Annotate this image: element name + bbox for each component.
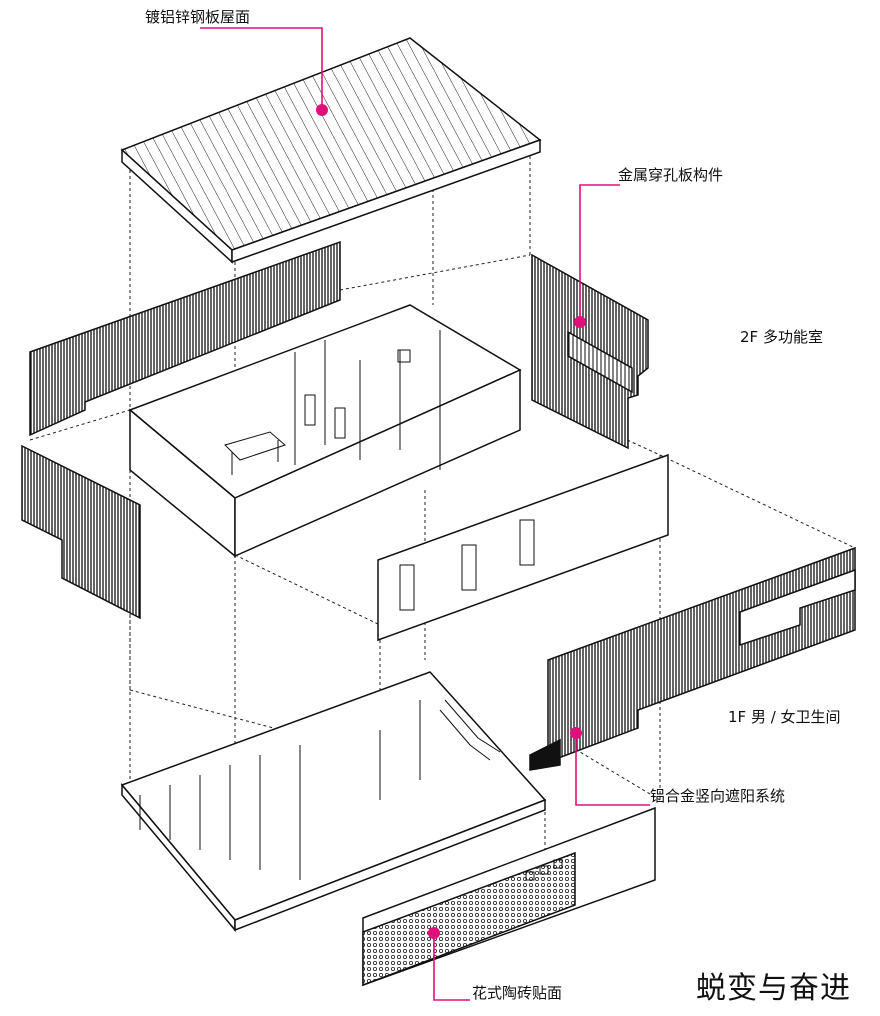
aluminum-label: 铝合金竖向遮阳系统 (650, 787, 786, 805)
roof-marker (316, 104, 328, 116)
roof (120, 37, 542, 264)
perforated-marker (574, 316, 586, 328)
leader-lines (200, 27, 650, 1001)
aluminum-screen (529, 546, 856, 771)
tile-wall (362, 806, 656, 987)
floor-1f-label: 1F 男 / 女卫生间 (728, 708, 841, 726)
meeting-table (224, 431, 286, 475)
leader-dots (316, 104, 586, 939)
tiles-label: 花式陶砖贴面 (472, 984, 563, 1002)
perforated-panel (531, 253, 649, 450)
tile-marker (428, 927, 440, 939)
first-floor-volume (120, 671, 547, 933)
aluminum-marker (570, 727, 582, 739)
floor-2f-label: 2F 多功能室 (740, 328, 823, 346)
mid-left-screen (21, 444, 141, 620)
upper-left-screen (29, 240, 341, 437)
perforated-label: 金属穿孔板构件 (618, 166, 724, 184)
second-floor-volume (128, 304, 522, 558)
mid-inner-wall (377, 453, 669, 642)
brand-title: 蜕变与奋进 (696, 971, 851, 1006)
roof-label: 镀铝锌钢板屋面 (145, 8, 251, 26)
